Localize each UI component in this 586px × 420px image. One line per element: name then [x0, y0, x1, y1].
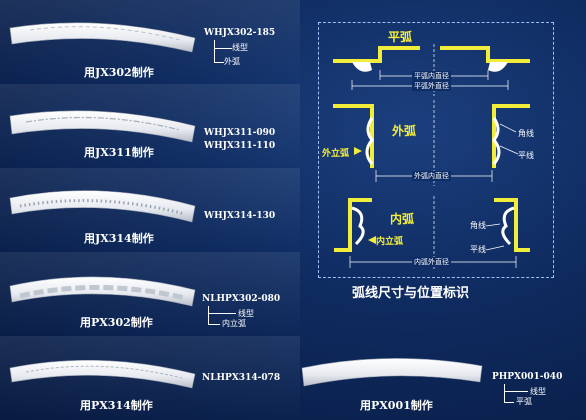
- product-caption: 用PX001制作: [360, 399, 433, 412]
- product-code: WHJX302-185: [204, 28, 276, 38]
- diagram-frame: [318, 22, 554, 278]
- product-caption: 用PX314制作: [80, 399, 153, 412]
- inner-vertical-arc-label: 内立弧: [376, 237, 404, 247]
- leader-line: [504, 391, 528, 392]
- leader-line: [504, 402, 514, 403]
- product-caption: 用PX302制作: [80, 316, 153, 329]
- molding-px302: [9, 276, 196, 307]
- leader-line: [214, 40, 215, 62]
- molding-jx314: [9, 190, 196, 223]
- outer-vertical-arc-label: 外立弧: [322, 149, 350, 159]
- label-line-type: 线型: [530, 387, 546, 396]
- label-line-type: 线型: [232, 43, 248, 52]
- label-flat-arc: 平弧: [516, 397, 532, 406]
- outer-arc-diagram: [333, 104, 530, 168]
- label-inner-vertical-arc: 内立弧: [222, 319, 246, 328]
- leader-line: [208, 313, 236, 314]
- inner-arc-outer-diameter: 内弧外直径: [412, 257, 451, 267]
- label-line-type: 线型: [238, 309, 254, 318]
- flat-arc-title: 平弧: [388, 30, 413, 44]
- corner-line-label: 角线: [518, 129, 534, 138]
- product-caption: 用JX311制作: [84, 146, 154, 159]
- leader-line: [214, 48, 232, 49]
- product-code: NLHPX314-078: [202, 373, 281, 383]
- molding-jx302: [9, 22, 196, 53]
- product-code: WHJX311-090: [204, 128, 276, 138]
- flat-arc-diagram: [333, 46, 530, 63]
- outer-arc-inner-diameter: 外弧内直径: [412, 171, 451, 181]
- inner-arc-diagram: [334, 198, 530, 252]
- molding-px001: [301, 358, 483, 387]
- leader-line: [214, 62, 224, 63]
- flat-arc-outer-diameter: 平弧外直径: [412, 81, 451, 91]
- molding-jx311: [9, 110, 196, 143]
- section-title: 弧线尺寸与位置标识: [352, 286, 470, 301]
- product-code: WHJX314-130: [204, 211, 276, 221]
- label-outer-arc: 外弧: [224, 57, 240, 66]
- flat-line-label: 平线: [518, 151, 534, 160]
- product-code: NLHPX302-080: [202, 294, 281, 304]
- leader-line: [208, 306, 209, 324]
- flat-arc-inner-diameter: 平弧内直径: [412, 71, 451, 81]
- product-caption: 用JX314制作: [84, 232, 154, 245]
- outer-arc-title: 外弧: [392, 124, 417, 138]
- product-caption: 用JX302制作: [84, 66, 154, 79]
- leader-line: [504, 384, 505, 402]
- inner-arc-title: 内弧: [390, 212, 415, 226]
- leader-line: [208, 324, 220, 325]
- corner-line-label: 角线: [470, 221, 486, 230]
- flat-line-label: 平线: [470, 245, 486, 254]
- product-code: PHPX001-040: [492, 372, 563, 382]
- molding-px314: [9, 359, 196, 389]
- product-code-alt: WHJX311-110: [204, 141, 276, 151]
